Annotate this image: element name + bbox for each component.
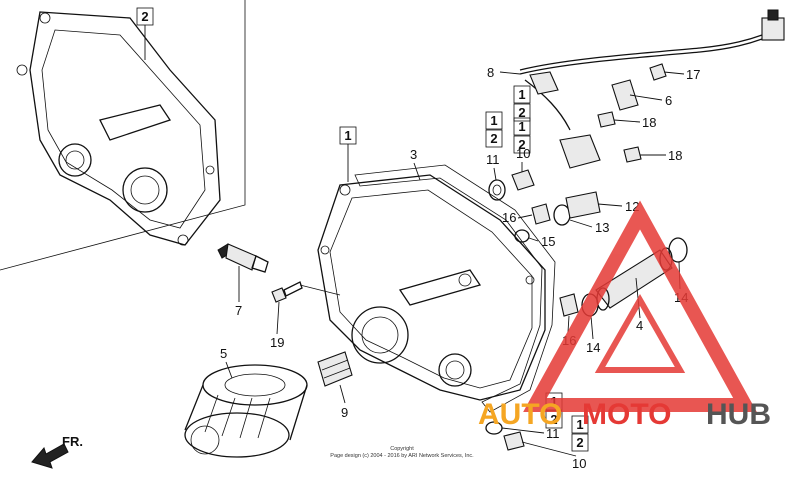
watermark-hub: HUB — [706, 398, 771, 431]
callout-4: 4 — [636, 318, 643, 333]
box-set-a-2 — [513, 103, 531, 122]
callout-17: 17 — [686, 67, 700, 82]
callout-18-lower: 18 — [668, 148, 682, 163]
callout-10-lower: 10 — [572, 456, 586, 471]
box-set-c-2 — [513, 135, 531, 154]
callout-14-left: 14 — [586, 340, 600, 355]
o-ring-14-right — [668, 237, 688, 263]
box-set-b-2 — [485, 129, 503, 148]
bolt-18-upper — [597, 111, 616, 128]
callout-18-upper: 18 — [642, 115, 656, 130]
bolt-10-upper — [511, 169, 535, 191]
collar-16-upper — [531, 203, 551, 225]
callout-16-upper: 16 — [502, 210, 516, 225]
collar-16-lower — [559, 293, 579, 317]
box-set-a-2-label: 2 — [518, 105, 525, 120]
box-set-c-1 — [513, 117, 531, 136]
box-set-d-2-label: 2 — [550, 412, 557, 427]
callout-6: 6 — [665, 93, 672, 108]
oil-filter-5 — [184, 364, 308, 458]
bolt-10-lower — [503, 431, 525, 451]
watermark-logo — [523, 200, 757, 412]
box-set-e-2 — [571, 433, 589, 452]
callout-15: 15 — [541, 234, 555, 249]
callout-11-upper: 11 — [486, 152, 500, 167]
oil-pressure-switch-7 — [217, 243, 269, 273]
watermark-text: AUTO MOTO HUB — [478, 398, 771, 431]
copyright-line-1: Copyright — [390, 446, 414, 452]
box-set-b-1-label: 1 — [490, 113, 497, 128]
callout-19: 19 — [270, 335, 284, 350]
callout-9: 9 — [341, 405, 348, 420]
box-set-c-1-label: 1 — [518, 119, 525, 134]
box-set-b-2-label: 2 — [490, 131, 497, 146]
inset-cover-2 — [0, 0, 246, 271]
front-direction-label: FR. — [62, 434, 83, 449]
sensor-harness-8 — [519, 9, 785, 169]
box-set-c-2-label: 2 — [518, 137, 525, 152]
callout-5: 5 — [220, 346, 227, 361]
box-set-e-1 — [571, 415, 589, 434]
bolt-17 — [649, 63, 667, 81]
gasket-3 — [354, 164, 556, 413]
bolt-18-lower — [623, 146, 642, 163]
callout-13: 13 — [595, 220, 609, 235]
washer-11-upper — [488, 179, 506, 201]
callout-7: 7 — [235, 303, 242, 318]
callout-10-upper: 10 — [516, 146, 530, 161]
watermark-auto: AUTO — [478, 398, 562, 431]
box-set-a-1 — [513, 85, 531, 104]
box-set-e-1-label: 1 — [576, 417, 583, 432]
front-direction-arrow — [31, 443, 69, 469]
callout-3: 3 — [410, 147, 417, 162]
callout-8: 8 — [487, 65, 494, 80]
box-set-a-1-label: 1 — [518, 87, 525, 102]
box-set-b-1 — [485, 111, 503, 130]
copyright-line-2: Page design (c) 2004 - 2016 by ARI Netwo… — [330, 453, 474, 459]
bracket-6 — [611, 79, 639, 111]
watermark-moto: MOTO — [582, 398, 671, 431]
o-ring-15 — [514, 229, 530, 243]
sleeve-9 — [317, 351, 353, 387]
callout-11-lower: 11 — [546, 426, 560, 441]
box-set-e-2-label: 2 — [576, 435, 583, 450]
box-main-label: 1 — [344, 128, 351, 143]
bolt-19 — [271, 281, 341, 303]
box-top-left-label: 2 — [141, 9, 148, 24]
main-cover-1 — [317, 174, 546, 401]
sleeve-12 — [565, 191, 601, 219]
